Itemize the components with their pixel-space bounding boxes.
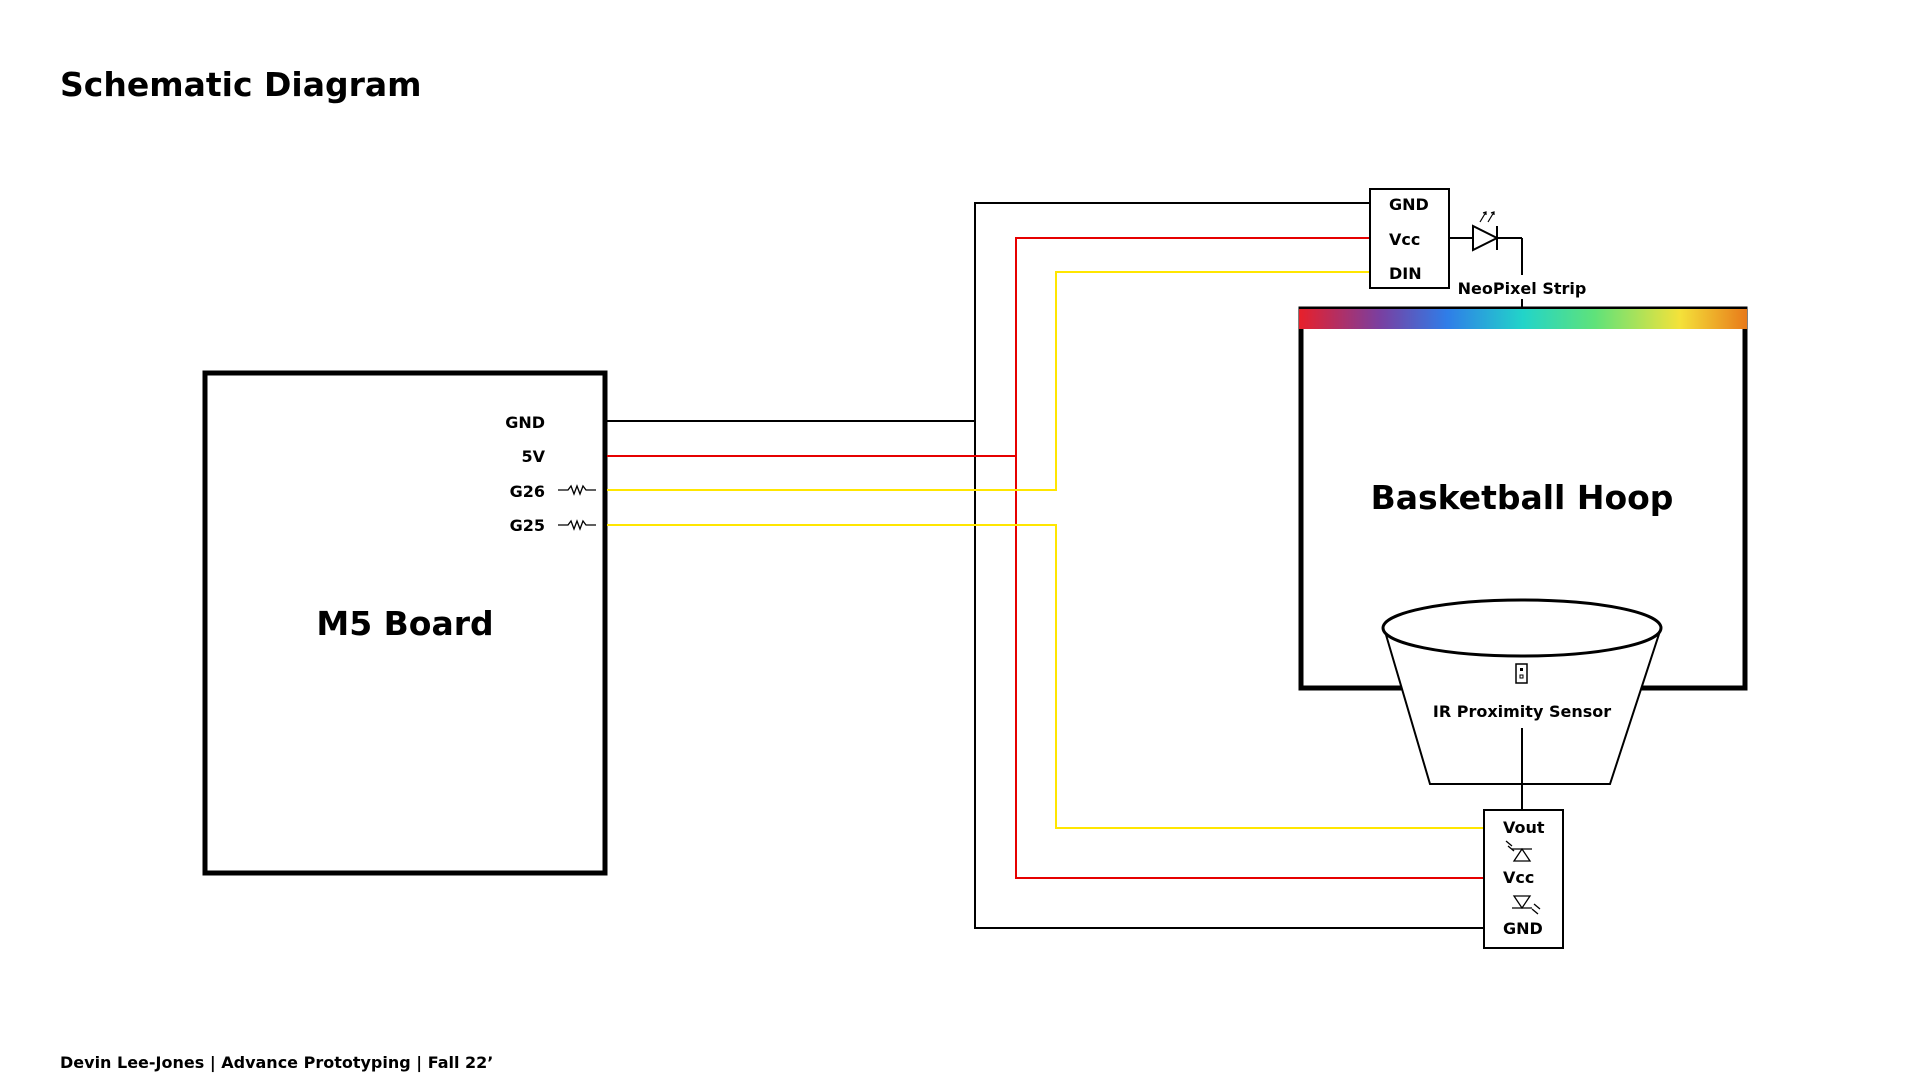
ir-sensor-icon — [1515, 663, 1528, 684]
hoop-label: Basketball Hoop — [1371, 478, 1674, 517]
neopixel-pin-din: DIN — [1389, 264, 1422, 283]
neopixel-pin-gnd: GND — [1389, 195, 1429, 214]
hoop-net — [1383, 627, 1662, 785]
ir-sensor-receiver — [1519, 674, 1524, 679]
ir-emitter-icon — [1512, 895, 1541, 915]
photodiode-icon — [1505, 840, 1532, 862]
neopixel-strip — [1299, 309, 1747, 329]
led-icon — [1449, 211, 1523, 275]
ir-sensor-label: IR Proximity Sensor — [1433, 702, 1611, 721]
ir-sensor-connector — [1483, 809, 1564, 949]
ir-pin-vcc: Vcc — [1503, 868, 1534, 887]
hoop-rim — [1381, 598, 1663, 658]
ir-pin-gnd: GND — [1503, 919, 1543, 938]
neopixel-connector — [1369, 188, 1450, 289]
resistor-icon — [558, 484, 596, 496]
m5-pin-g25: G25 — [510, 516, 545, 535]
wire-g26 — [607, 271, 1370, 491]
neopixel-pin-vcc: Vcc — [1389, 230, 1420, 249]
m5-pin-5v: 5V — [521, 447, 545, 466]
ir-sensor-emitter — [1520, 668, 1523, 671]
wire-5v-sensor — [1015, 456, 1484, 879]
footer-credit: Devin Lee-Jones | Advance Prototyping | … — [60, 1053, 493, 1073]
m5-pin-g26: G26 — [510, 482, 545, 501]
resistor-icon — [558, 519, 596, 531]
ir-pin-vout: Vout — [1503, 818, 1545, 837]
m5-board — [202, 370, 608, 876]
m5-board-label: M5 Board — [316, 604, 493, 643]
m5-pin-gnd: GND — [505, 413, 545, 432]
wire-g25 — [607, 524, 1484, 829]
neopixel-strip-label: NeoPixel Strip — [1458, 279, 1587, 298]
wire-5v — [607, 237, 1370, 457]
wire-gnd — [607, 202, 1370, 422]
page-title: Schematic Diagram — [60, 65, 422, 104]
wire-gnd-sensor — [974, 421, 1484, 929]
